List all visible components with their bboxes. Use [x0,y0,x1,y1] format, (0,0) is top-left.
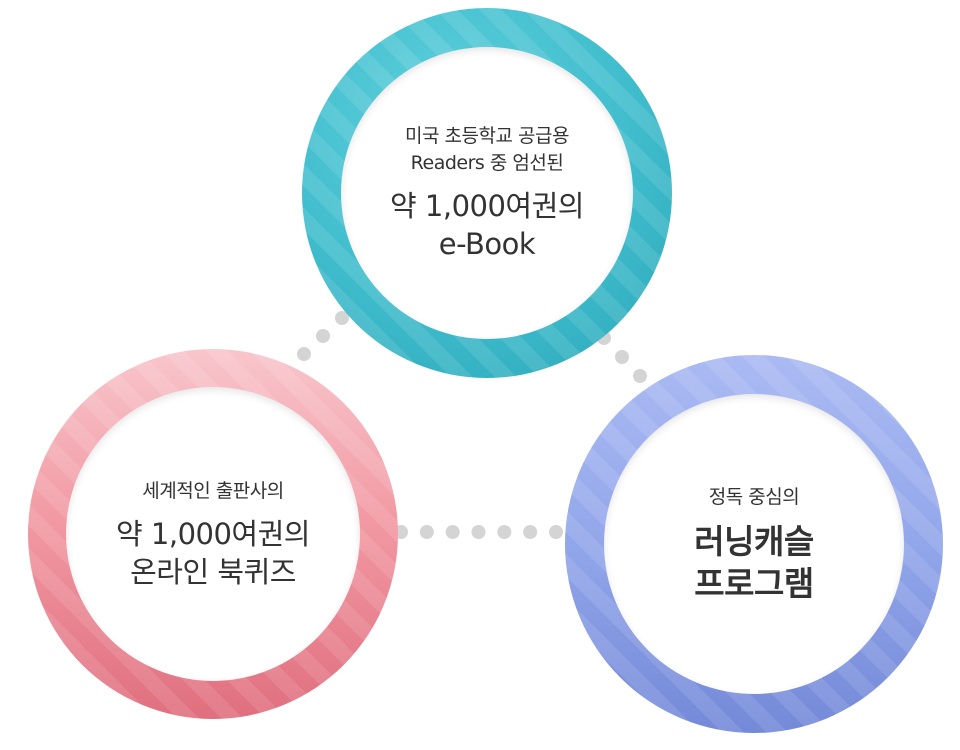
ebook-title-line-1: 약 1,000여권의 [390,189,584,223]
ebook-title-line-2: e-Book [438,227,536,261]
bookquiz-title-line-2: 온라인 북퀴즈 [130,554,296,589]
bookquiz-subtitle-line-1: 세계적인 출판사의 [142,479,284,502]
connector-left-right-dot [445,525,460,539]
connector-top-left-dot [297,347,311,361]
ebook-subtitle-line-2: Readers 중 엄선된 [410,152,564,174]
bookquiz-ring-content: 세계적인 출판사의 약 1,000여권의 온라인 북퀴즈 [66,387,360,681]
ebook-ring-node: 미국 초등학교 공급용 Readers 중 엄선된 약 1,000여권의 e-B… [302,8,672,378]
learning-castle-ring-node: 정독 중심의 러닝캐슬 프로그램 [565,355,943,733]
ebook-ring-content: 미국 초등학교 공급용 Readers 중 엄선된 약 1,000여권의 e-B… [341,47,633,339]
connector-top-right-dot [633,369,647,383]
connector-left-right-dot [419,525,434,539]
learning-castle-ring-content: 정독 중심의 러닝캐슬 프로그램 [604,394,904,694]
connector-left-right-dot [549,525,563,539]
connector-top-right-dot [615,350,629,364]
connector-left-right-dot [471,525,486,539]
connector-top-left-dot [316,329,330,343]
connector-left-right-dot [497,525,512,539]
ebook-subtitle-line-1: 미국 초등학교 공급용 [405,125,569,147]
learning-castle-subtitle-line-1: 정독 중심의 [708,485,800,508]
connector-top-left-dot [335,311,349,325]
learning-castle-title-line-2: 프로그램 [694,563,814,603]
connector-left-right-dot [523,525,538,539]
learning-castle-title-line-1: 러닝캐슬 [694,521,814,561]
bookquiz-title-line-1: 약 1,000여권의 [116,516,310,551]
bookquiz-ring-node: 세계적인 출판사의 약 1,000여권의 온라인 북퀴즈 [28,349,398,719]
